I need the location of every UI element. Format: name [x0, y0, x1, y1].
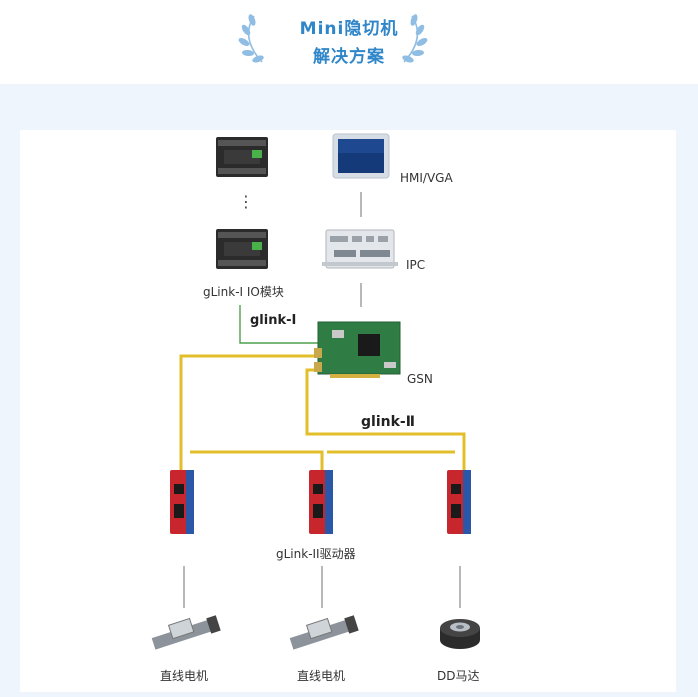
hmi-label: HMI/VGA: [400, 171, 453, 185]
glink1-connection: [239, 305, 318, 344]
gsn-card-icon: [314, 321, 401, 378]
connector-lines: [183, 192, 461, 608]
io-module-label: gLink-I IO模块: [203, 285, 284, 299]
gsn-label: GSN: [407, 372, 433, 386]
hmi-monitor-icon: [332, 133, 390, 179]
linear-motor-icon-2: [289, 615, 359, 650]
dd-motor-icon: [440, 619, 480, 649]
motor-label-1: 直线电机: [160, 669, 209, 683]
io-module-icon-top: [216, 137, 268, 177]
page-title: Mini隐切机: [299, 19, 399, 39]
ipc-icon: [322, 229, 398, 269]
drive-icon-1: [170, 470, 194, 534]
glink2-bus: [179, 354, 466, 470]
drive-label: gLink-II驱动器: [276, 547, 356, 561]
io-module-icon-bottom: [216, 229, 268, 269]
motor-label-3: DD马达: [437, 669, 480, 683]
diagram-card: [20, 130, 676, 692]
header: Mini隐切机 解决方案: [0, 0, 698, 84]
laurel-right-icon: [402, 14, 428, 63]
page-subtitle: 解决方案: [313, 47, 385, 67]
drive-icon-3: [447, 470, 471, 534]
linear-motor-icon-1: [151, 615, 221, 650]
motor-label-2: 直线电机: [297, 669, 346, 683]
drive-icon-2: [309, 470, 333, 534]
laurel-left-icon: [238, 14, 264, 63]
ipc-label: IPC: [406, 258, 426, 272]
glink1-label: glink-Ⅰ: [250, 313, 297, 328]
glink2-label: glink-Ⅱ: [361, 414, 415, 430]
ellipsis: ⋮: [238, 192, 254, 211]
